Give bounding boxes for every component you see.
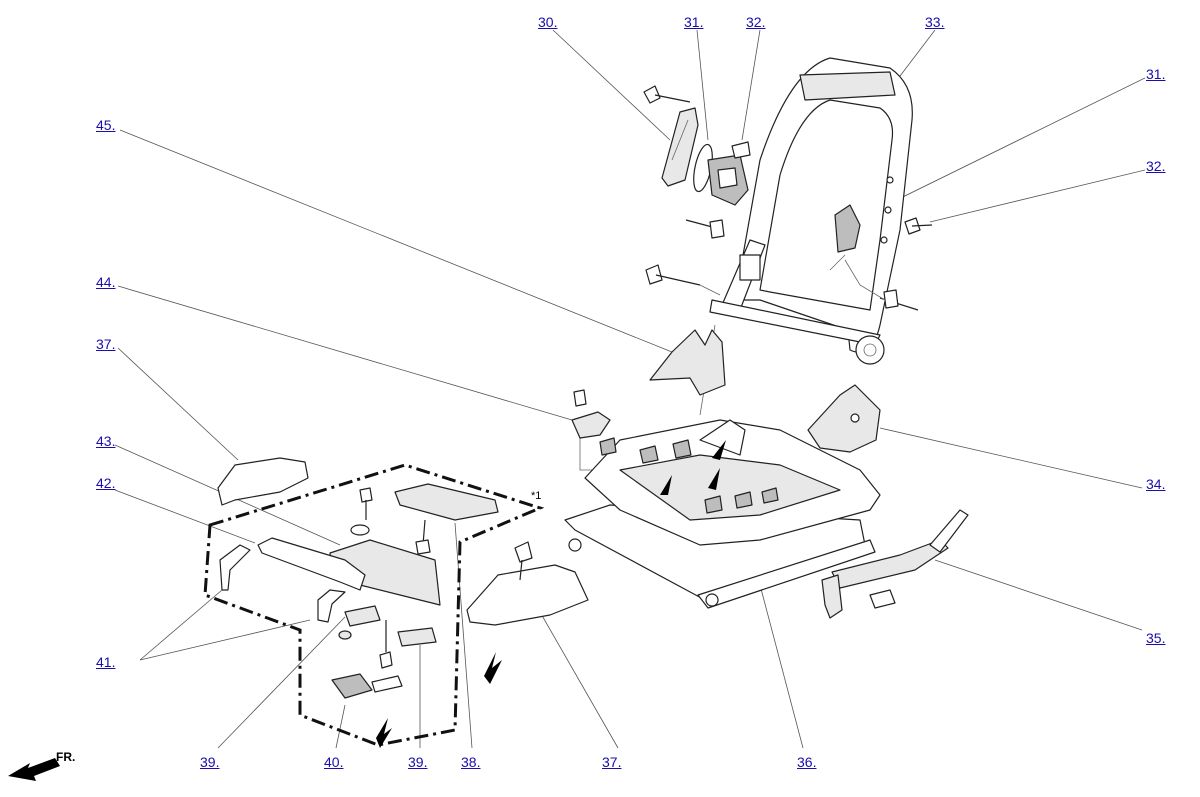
callout-32-right[interactable]: 32.	[1146, 158, 1166, 174]
fasteners	[338, 487, 431, 669]
down-arrow-mark	[376, 718, 392, 748]
insulator-pad-38	[394, 483, 499, 521]
callout-45[interactable]: 45.	[96, 117, 116, 133]
slide-lever-35	[821, 509, 969, 619]
seat-side-shield-37	[466, 541, 589, 684]
callout-35[interactable]: 35.	[1146, 630, 1166, 646]
component-group-outline	[203, 463, 545, 747]
callout-33[interactable]: 33.	[925, 14, 945, 30]
callout-40[interactable]: 40.	[324, 754, 344, 770]
hinge-cover-34	[807, 384, 881, 453]
wire-harness-clips-39	[344, 605, 437, 647]
callout-36[interactable]: 36.	[797, 754, 817, 770]
front-direction-arrow-icon	[8, 758, 60, 781]
clip-44	[571, 389, 611, 439]
seat-back-frame	[709, 57, 913, 365]
callout-44[interactable]: 44.	[96, 274, 116, 290]
front-label: FR.	[56, 750, 76, 764]
leader-lines	[114, 29, 1146, 749]
callout-39-right[interactable]: 39.	[408, 754, 428, 770]
clips-41	[219, 544, 346, 623]
callout-37-left[interactable]: 37.	[96, 336, 116, 352]
note-marker: *1	[531, 490, 542, 502]
bolts-32	[643, 85, 933, 311]
recliner-cover-30	[661, 107, 699, 187]
callout-32-top[interactable]: 32.	[746, 14, 766, 30]
seat-cushion-frame	[564, 419, 881, 609]
callout-38[interactable]: 38.	[461, 754, 481, 770]
callout-31-top[interactable]: 31.	[684, 14, 704, 30]
seat-side-cover-37	[217, 457, 309, 506]
callout-41[interactable]: 41.	[96, 654, 116, 670]
callout-39-left[interactable]: 39.	[200, 754, 220, 770]
callout-37-bottom[interactable]: 37.	[602, 754, 622, 770]
trim-strip-42	[257, 537, 366, 591]
callout-42[interactable]: 42.	[96, 475, 116, 491]
callout-31-right[interactable]: 31.	[1146, 66, 1166, 82]
callout-34[interactable]: 34.	[1146, 476, 1166, 492]
sensor-40	[331, 673, 403, 699]
callout-30[interactable]: 30.	[538, 14, 558, 30]
hinge-cover-45	[649, 329, 726, 396]
callout-43[interactable]: 43.	[96, 433, 116, 449]
